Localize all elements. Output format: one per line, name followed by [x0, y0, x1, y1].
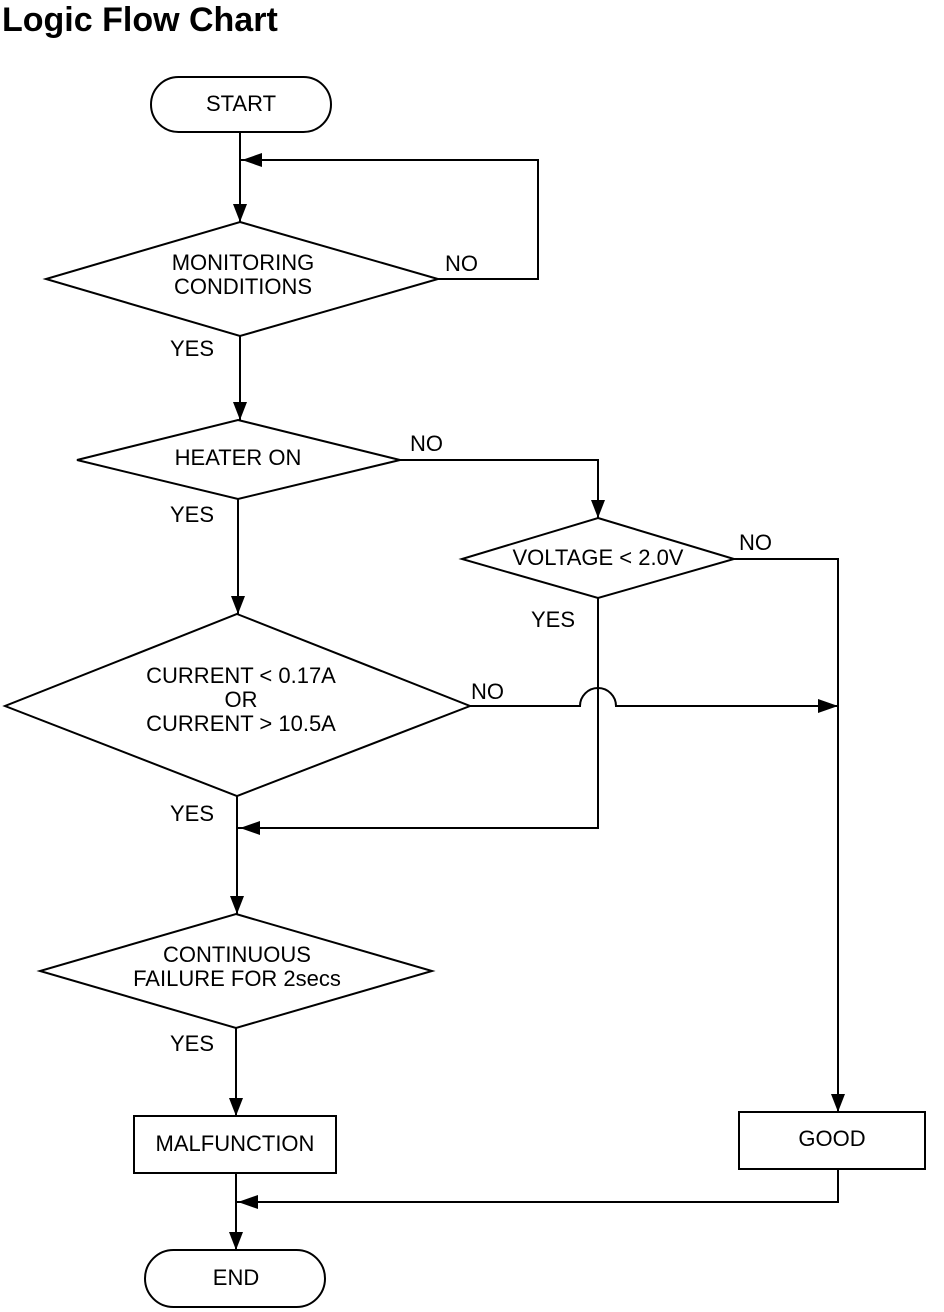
- page-title: Logic Flow Chart: [2, 1, 278, 39]
- good-box: [738, 1111, 926, 1170]
- good-process: GOOD: [738, 1111, 926, 1170]
- continuous-failure-decision: CONTINUOUS FAILURE FOR 2secs: [36, 912, 436, 1030]
- voltage-no-label: NO: [739, 530, 772, 555]
- heater-decision-shape: [76, 418, 401, 501]
- start-label: START: [206, 91, 276, 116]
- good-label: GOOD: [798, 1126, 865, 1151]
- continuous-yes-label: YES: [170, 1031, 214, 1056]
- heater-on-decision: HEATER ON: [76, 418, 401, 501]
- arrowhead-to-good: [831, 1094, 845, 1112]
- voltage-decision-shape: [458, 516, 738, 600]
- arrowhead-to-malfunction: [229, 1098, 243, 1116]
- edge-labels: NO YES NO YES NO YES NO YES YES: [170, 251, 772, 1056]
- monitoring-label-line2: CONDITIONS: [174, 274, 312, 299]
- end-terminal-shape: [144, 1249, 326, 1308]
- arrowheads: [229, 153, 845, 1250]
- arrowhead-monitoring-loop: [242, 153, 262, 167]
- arrowhead-to-heater: [233, 402, 247, 420]
- arrowhead-to-monitoring: [233, 204, 247, 222]
- voltage-decision: VOLTAGE < 2.0V: [458, 516, 738, 600]
- heater-no-label: NO: [410, 431, 443, 456]
- monitoring-no-label: NO: [445, 251, 478, 276]
- arrowhead-to-end: [229, 1232, 243, 1250]
- arrowhead-current-no: [818, 699, 838, 713]
- continuous-label-line1: CONTINUOUS: [163, 942, 311, 967]
- connector-heater-voltage: [400, 459, 599, 518]
- arrowhead-good-end: [238, 1195, 258, 1209]
- arrowhead-to-continuous: [230, 896, 244, 914]
- monitoring-yes-label: YES: [170, 336, 214, 361]
- start-terminal-shape: [150, 76, 332, 133]
- current-label-line3: CURRENT > 10.5A: [146, 711, 336, 736]
- current-yes-label: YES: [170, 801, 214, 826]
- heater-yes-label: YES: [170, 502, 214, 527]
- current-label-line1: CURRENT < 0.17A: [146, 663, 336, 688]
- current-no-label: NO: [471, 679, 504, 704]
- connector-current-no: [470, 687, 838, 707]
- arrowhead-to-voltage: [591, 500, 605, 518]
- end-label: END: [213, 1265, 259, 1290]
- connector-monitoring-no-loop: [240, 159, 539, 280]
- end-terminal: END: [144, 1249, 326, 1308]
- connectors: [235, 132, 839, 1250]
- voltage-yes-label: YES: [531, 607, 575, 632]
- current-decision: CURRENT < 0.17A OR CURRENT > 10.5A: [2, 612, 473, 798]
- connector-voltage-yes: [238, 598, 599, 829]
- monitoring-decision-shape: [42, 220, 442, 338]
- heater-on-label: HEATER ON: [175, 445, 302, 470]
- monitoring-label-line1: MONITORING: [172, 250, 315, 275]
- continuous-decision-shape: [36, 912, 436, 1030]
- malfunction-process: MALFUNCTION: [133, 1115, 337, 1174]
- start-terminal: START: [150, 76, 332, 133]
- current-label-line2: OR: [225, 687, 258, 712]
- arrowhead-to-current: [231, 596, 245, 614]
- malfunction-box: [133, 1115, 337, 1174]
- voltage-label: VOLTAGE < 2.0V: [513, 545, 684, 570]
- monitoring-conditions-decision: MONITORING CONDITIONS: [42, 220, 442, 338]
- connector-voltage-good: [734, 558, 839, 1112]
- arrowhead-voltage-yes: [240, 821, 260, 835]
- connector-good-end: [236, 1169, 839, 1203]
- continuous-label-line2: FAILURE FOR 2secs: [133, 966, 341, 991]
- malfunction-label: MALFUNCTION: [156, 1131, 315, 1156]
- current-decision-shape: [2, 612, 473, 798]
